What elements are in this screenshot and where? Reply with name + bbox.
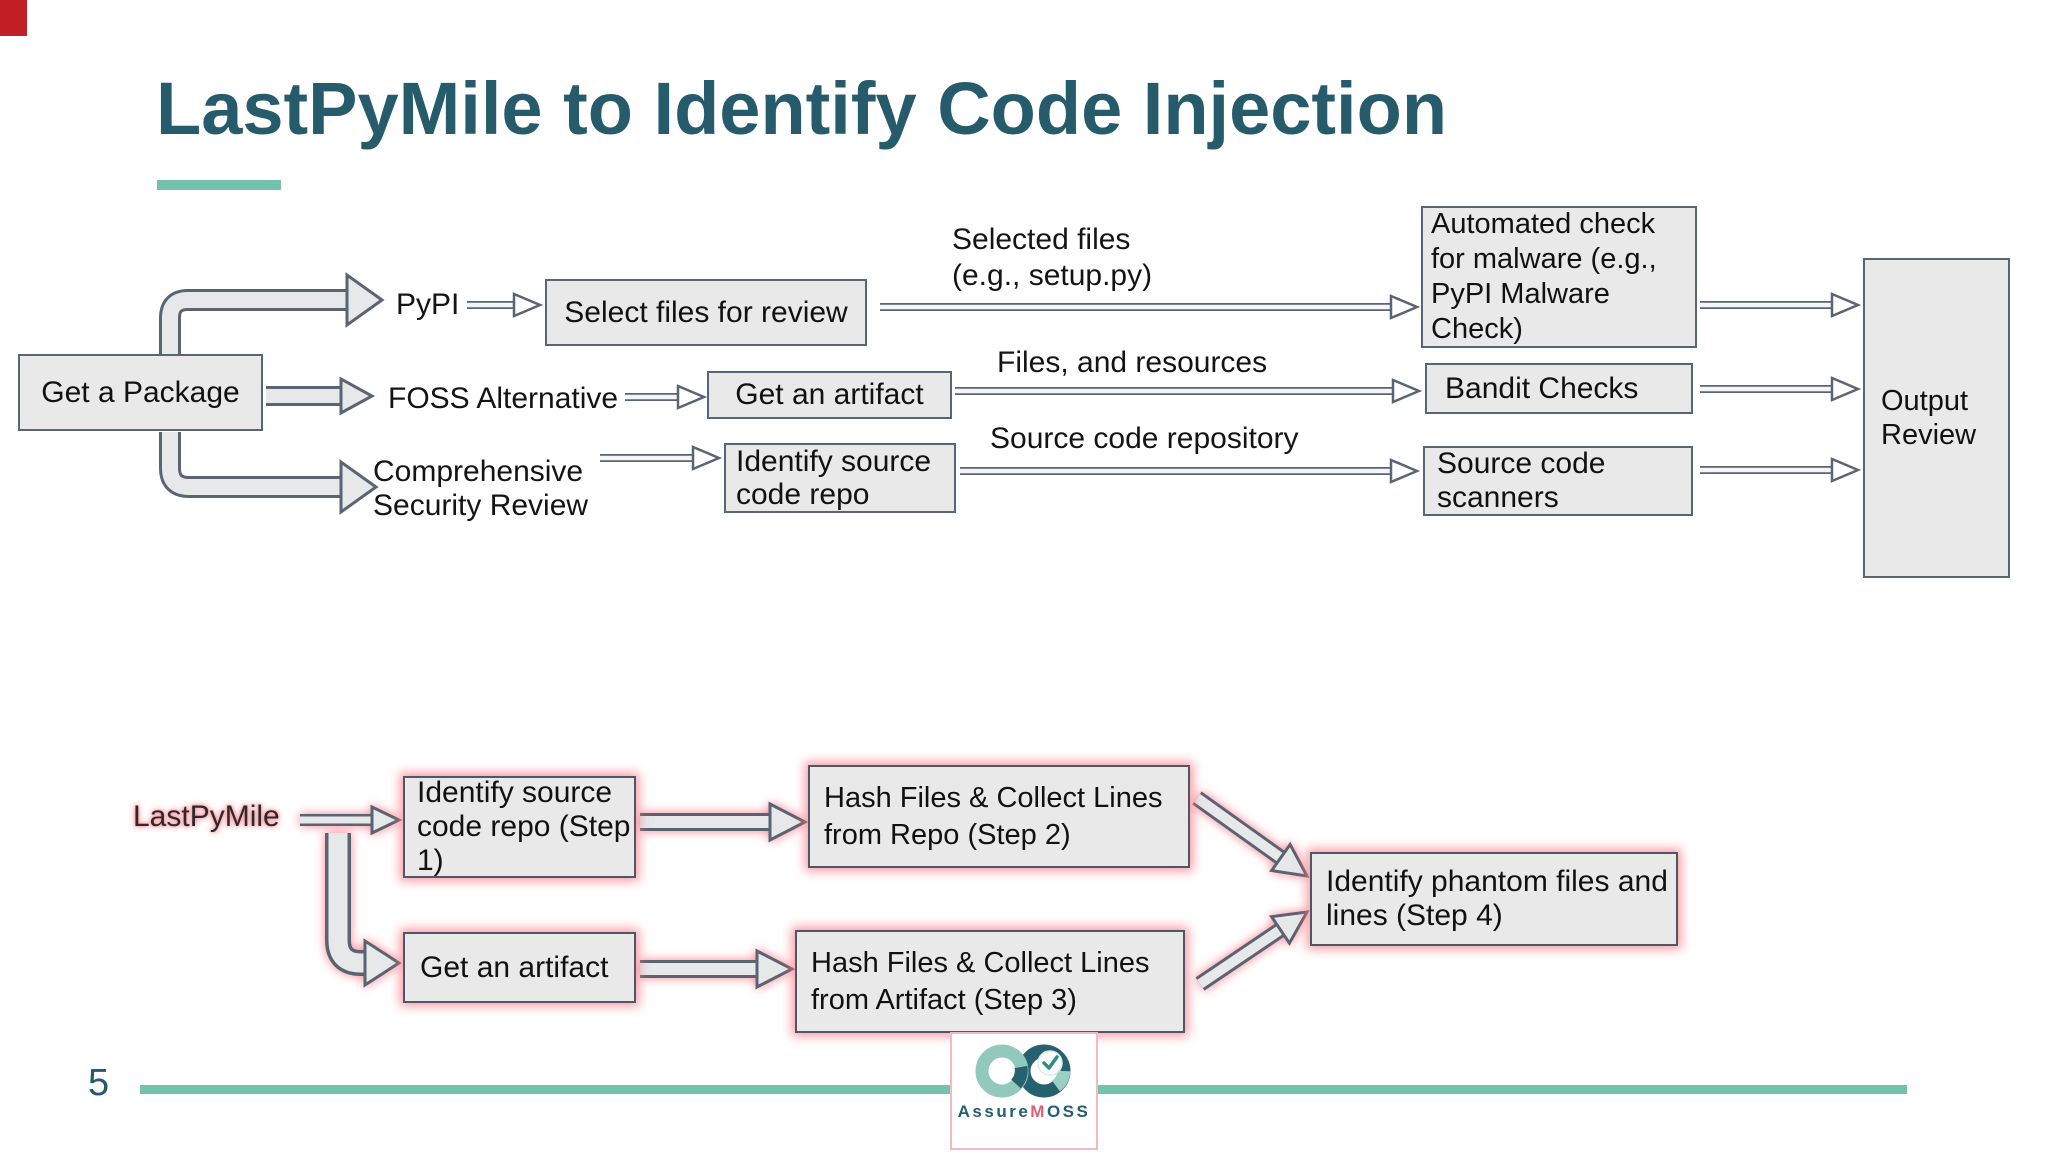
arrow-foss-to-artifact bbox=[625, 384, 708, 410]
arrow-comprehensive-to-identify bbox=[600, 445, 723, 471]
node-select-files-for-review: Select files for review bbox=[545, 279, 867, 346]
node-label: Hash Files & Collect Lines from Repo (St… bbox=[824, 781, 1163, 851]
title-accent-bar bbox=[157, 180, 281, 190]
node-automated-malware-check: Automated check for malware (e.g., PyPI … bbox=[1421, 206, 1697, 348]
node-identify-source-code-repo: Identify source code repo bbox=[724, 443, 956, 513]
node-identify-phantom-step4: Identify phantom files and lines (Step 4… bbox=[1310, 852, 1678, 946]
arrow-step2-to-step4 bbox=[1192, 791, 1310, 878]
node-label: Bandit Checks bbox=[1445, 371, 1639, 405]
arrow-bandit-to-output bbox=[1700, 376, 1862, 402]
label-pypi: PyPI bbox=[396, 288, 460, 321]
node-label: Identify source code repo bbox=[736, 445, 932, 511]
check-icon bbox=[1037, 1050, 1063, 1076]
node-get-an-artifact: Get an artifact bbox=[707, 371, 952, 419]
node-get-a-package: Get a Package bbox=[18, 354, 263, 431]
logo-text-m: M bbox=[1030, 1102, 1047, 1121]
logo-text-assure: Assure bbox=[957, 1102, 1031, 1121]
logo-text: AssureMOSS bbox=[958, 1102, 1091, 1122]
arrow-step3-to-step4 bbox=[1195, 910, 1310, 991]
arrow-identify-to-scanners bbox=[960, 458, 1421, 484]
node-identify-source-repo-step1: Identify source code repo (Step 1) bbox=[403, 776, 636, 878]
label-comprehensive-security-review: Comprehensive Security Review bbox=[373, 455, 589, 522]
arrow-package-to-foss bbox=[266, 376, 376, 416]
arrow-automated-to-output bbox=[1700, 292, 1862, 318]
node-label: Get a Package bbox=[41, 375, 240, 409]
arrow-select-to-automated bbox=[880, 294, 1421, 320]
label-files-and-resources: Files, and resources bbox=[997, 346, 1268, 379]
node-label: Get an artifact bbox=[735, 378, 924, 411]
page-number: 5 bbox=[88, 1062, 110, 1104]
label-selected-files: Selected files (e.g., setup.py) bbox=[952, 223, 1153, 292]
arrow-step1-to-step2 bbox=[640, 801, 809, 843]
page-title: LastPyMile to Identify Code Injection bbox=[156, 67, 1448, 150]
node-source-code-scanners: Source code scanners bbox=[1423, 446, 1693, 516]
arrow-artifact-to-bandit bbox=[955, 378, 1423, 404]
label-foss-alternative: FOSS Alternative bbox=[388, 382, 619, 415]
assuremoss-logo: AssureMOSS bbox=[950, 1032, 1098, 1150]
arrow-package-to-pypi bbox=[159, 272, 385, 357]
node-label: Select files for review bbox=[564, 295, 848, 329]
node-get-an-artifact-bottom: Get an artifact bbox=[403, 932, 636, 1003]
arrow-package-to-comprehensive bbox=[159, 432, 379, 515]
label-source-code-repository: Source code repository bbox=[990, 422, 1299, 455]
node-label: Source code scanners bbox=[1437, 447, 1606, 514]
logo-text-oss: OSS bbox=[1046, 1102, 1091, 1121]
node-label: Hash Files & Collect Lines from Artifact… bbox=[811, 946, 1150, 1016]
node-label: Automated check for malware (e.g., PyPI … bbox=[1431, 208, 1657, 345]
infinity-icon bbox=[975, 1044, 1071, 1098]
node-bandit-checks: Bandit Checks bbox=[1425, 363, 1693, 414]
node-label: Identify source code repo (Step 1) bbox=[417, 776, 631, 877]
node-hash-files-artifact-step3: Hash Files & Collect Lines from Artifact… bbox=[795, 930, 1185, 1033]
node-label: Output Review bbox=[1881, 385, 1977, 451]
arrow-lastpymile-to-step1 bbox=[300, 804, 403, 836]
label-lastpymile: LastPyMile bbox=[133, 800, 280, 833]
node-hash-files-repo-step2: Hash Files & Collect Lines from Repo (St… bbox=[808, 765, 1190, 868]
arrow-scanners-to-output bbox=[1700, 457, 1862, 483]
arrow-lastpymile-to-artifact bbox=[325, 833, 402, 988]
node-label: Identify phantom files and lines (Step 4… bbox=[1326, 865, 1668, 932]
arrow-pypi-to-select bbox=[467, 292, 544, 318]
arrow-artifact-to-step3 bbox=[640, 948, 796, 990]
node-label: Get an artifact bbox=[420, 950, 609, 984]
record-corner-mark bbox=[0, 0, 27, 36]
node-output-review: Output Review bbox=[1863, 258, 2010, 578]
